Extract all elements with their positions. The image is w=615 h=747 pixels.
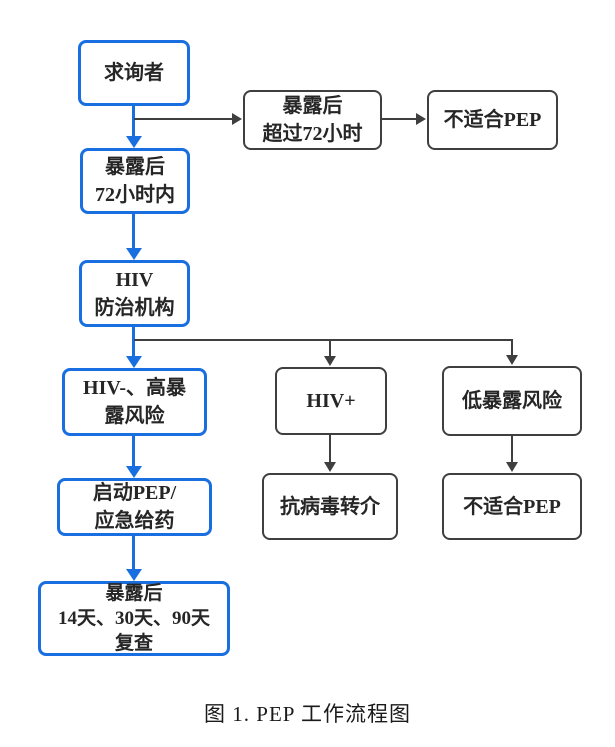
connector-branch-to-over72-arrowhead bbox=[232, 113, 242, 125]
connector-branch-to-hivpos-line bbox=[329, 340, 331, 357]
node-hiv-prevention-institution: HIV 防治机构 bbox=[79, 260, 190, 327]
connector-hivorg-to-hivneg-arrowhead bbox=[126, 356, 142, 368]
figure-caption: 图 1. PEP 工作流程图 bbox=[204, 702, 411, 726]
node-hiv-positive: HIV+ bbox=[275, 367, 387, 435]
connector-within72-to-hivorg-arrowhead bbox=[126, 248, 142, 260]
node-exposure-over-72h: 暴露后 超过72小时 bbox=[243, 90, 382, 150]
connector-over72-to-unfit-arrowhead bbox=[416, 113, 426, 125]
connector-startpep-to-followup-arrowhead bbox=[126, 569, 142, 581]
connector-over72-to-unfit-line bbox=[382, 118, 416, 120]
connector-branch-to-lowrisk-arrowhead bbox=[506, 355, 518, 365]
connector-hivpos-to-antiviral-line bbox=[329, 435, 331, 463]
connector-lowrisk-to-unfit-arrowhead bbox=[506, 462, 518, 472]
connector-seeker-to-within72-line bbox=[132, 106, 135, 137]
connector-hivneg-to-startpep-line bbox=[132, 436, 135, 467]
node-followup-14-30-90-days: 暴露后 14天、30天、90天 复查 bbox=[38, 581, 230, 656]
node-unfit-pep-top: 不适合PEP bbox=[427, 90, 558, 150]
connector-branch-to-lowrisk-line bbox=[511, 340, 513, 356]
connector-hivorg-to-hivneg-line bbox=[132, 327, 135, 357]
connector-branch-to-hivpos-arrowhead bbox=[324, 356, 336, 366]
connector-branch-to-over72-line bbox=[134, 118, 232, 120]
connector-startpep-to-followup-line bbox=[132, 536, 135, 570]
connector-lowrisk-to-unfit-line bbox=[511, 436, 513, 463]
connector-within72-to-hivorg-line bbox=[132, 214, 135, 249]
connector-hivneg-to-startpep-arrowhead bbox=[126, 466, 142, 478]
node-low-exposure-risk: 低暴露风险 bbox=[442, 366, 582, 436]
connector-hivpos-to-antiviral-arrowhead bbox=[324, 462, 336, 472]
node-consultation-seeker: 求询者 bbox=[78, 40, 190, 106]
node-start-pep-emergency-medication: 启动PEP/ 应急给药 bbox=[57, 478, 212, 536]
node-exposure-within-72h: 暴露后 72小时内 bbox=[80, 148, 190, 214]
node-hiv-negative-high-risk: HIV-、高暴 露风险 bbox=[62, 368, 207, 436]
connector-seeker-to-within72-arrowhead bbox=[126, 136, 142, 148]
node-unfit-pep-bottom: 不适合PEP bbox=[442, 473, 582, 540]
connector-branch-horizontal-line bbox=[134, 339, 513, 341]
node-antiviral-referral: 抗病毒转介 bbox=[262, 473, 398, 540]
